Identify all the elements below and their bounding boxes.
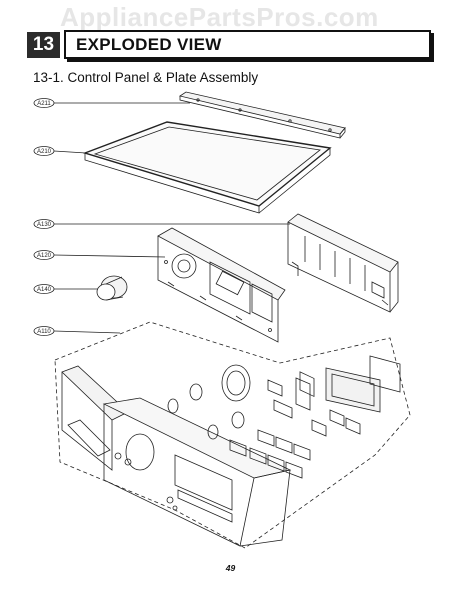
callout-label-a110: A110 — [37, 329, 51, 335]
subsection-heading: 13-1. Control Panel & Plate Assembly — [33, 70, 259, 85]
callout-a140: A140 — [33, 284, 104, 294]
callout-label-a211: A211 — [37, 101, 51, 107]
section-title: EXPLODED VIEW — [76, 35, 222, 54]
section-title-box: EXPLODED VIEW — [64, 30, 431, 59]
control-panel-housing-part — [61, 365, 292, 547]
callout-a120: A120 — [33, 250, 166, 260]
knob-part — [96, 275, 128, 301]
page-number: 49 — [225, 563, 236, 573]
display-window-part — [325, 355, 401, 413]
selector-dial-part — [221, 364, 251, 402]
watermark-text: AppliancePartsPros.com — [60, 2, 379, 32]
led-lens-part — [267, 377, 311, 419]
callout-label-a120: A120 — [37, 253, 52, 259]
callout-a130: A130 — [33, 219, 290, 229]
callout-label-a140: A140 — [37, 287, 52, 293]
control-frame-part — [157, 227, 286, 343]
pcb-board-part — [287, 213, 399, 398]
rail-bracket-part — [179, 91, 346, 139]
knob-ring-part — [167, 383, 245, 440]
callout-label-a210: A210 — [37, 149, 52, 155]
assembly-dashed-outline — [54, 321, 411, 549]
top-plate-part — [82, 121, 332, 214]
callout-a110: A110 — [33, 326, 121, 336]
callout-label-a130: A130 — [37, 222, 52, 228]
callout-a211: A211 — [33, 98, 190, 108]
button-keys-part — [229, 409, 361, 479]
section-number-badge: 13 — [27, 32, 60, 58]
callout-a210: A210 — [33, 146, 87, 156]
